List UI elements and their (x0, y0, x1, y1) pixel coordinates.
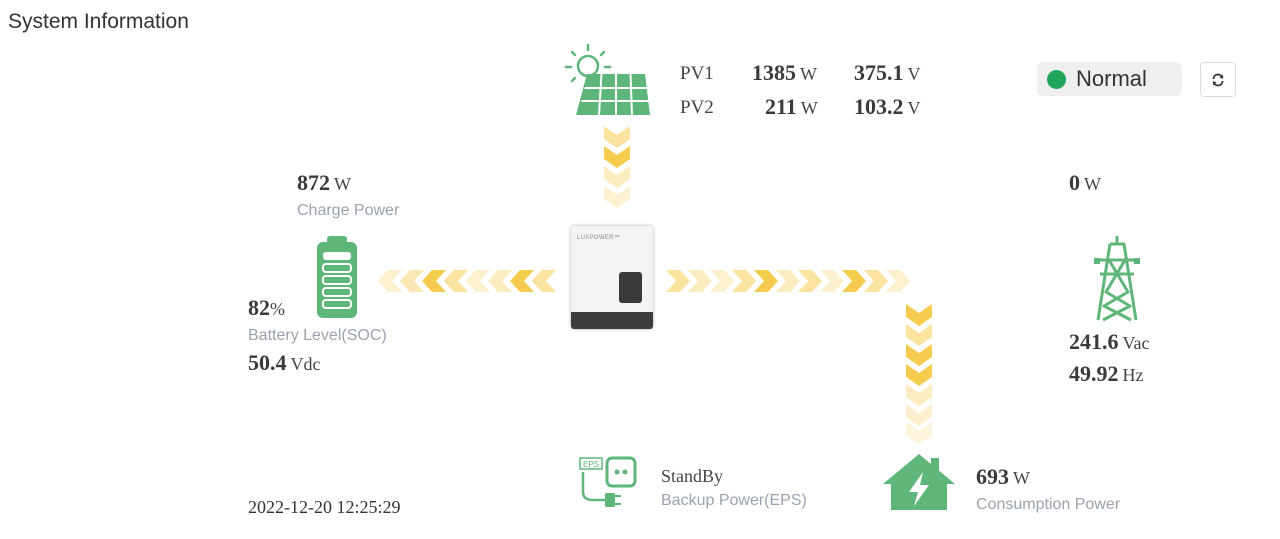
inverter-display (619, 272, 642, 303)
consumption-label: Consumption Power (976, 496, 1121, 513)
grid-power-value: 0 (1069, 170, 1080, 195)
grid-flow-arrows (666, 270, 922, 297)
pv2-voltage-unit: V (907, 98, 921, 118)
charge-power-unit: W (334, 174, 351, 194)
timestamp: 2022-12-20 12:25:29 (248, 497, 401, 517)
refresh-button[interactable] (1200, 62, 1236, 97)
battery-soc: 82% (248, 295, 285, 321)
pv1-label: PV1 (680, 63, 714, 84)
grid-voltage: 241.6 Vac (1069, 329, 1149, 355)
status-text: Normal (1076, 66, 1147, 91)
inverter-image: LUXPOWER™ (571, 226, 653, 329)
grid-frequency: 49.92 Hz (1069, 361, 1144, 387)
charge-power: 872 W (297, 170, 351, 196)
inverter-brand: LUXPOWER™ (577, 235, 621, 241)
pv1-voltage-unit: V (907, 64, 921, 84)
eps-plug-icon: EPS (577, 456, 639, 517)
consumption-power-value: 693 (976, 464, 1009, 489)
inverter-base (571, 312, 653, 329)
house-icon (881, 452, 957, 517)
battery-flow-arrows (378, 270, 560, 297)
charge-power-label: Charge Power (297, 202, 400, 219)
pv2-power-unit: W (800, 98, 818, 118)
refresh-icon (1212, 73, 1224, 86)
soc-value: 82 (248, 295, 270, 320)
battery-voltage-unit: Vdc (290, 354, 321, 374)
battery-voltage-value: 50.4 (248, 350, 287, 375)
pv2-voltage: 103.2 (854, 94, 904, 119)
eps-icon-text: EPS (583, 460, 599, 469)
consumption-flow-arrows (906, 304, 932, 449)
pv1-power-unit: W (800, 64, 817, 84)
soc-label: Battery Level(SOC) (248, 327, 387, 344)
status-dot-icon (1047, 69, 1066, 89)
status-badge: Normal (1037, 62, 1182, 96)
consumption-power: 693 W (976, 464, 1030, 490)
pv1-voltage: 375.1 (854, 60, 904, 85)
battery-voltage: 50.4 Vdc (248, 350, 321, 376)
solar-panel-icon (560, 40, 655, 125)
battery-icon (315, 236, 359, 325)
eps-label: Backup Power(EPS) (661, 492, 807, 509)
pv-flow-arrows (604, 126, 630, 221)
grid-frequency-unit: Hz (1122, 365, 1144, 385)
grid-voltage-unit: Vac (1122, 333, 1150, 353)
soc-unit: % (270, 299, 285, 319)
pv2-power: 211 (765, 94, 797, 119)
grid-frequency-value: 49.92 (1069, 361, 1119, 386)
pv2-label: PV2 (680, 97, 714, 118)
grid-power-unit: W (1084, 174, 1101, 194)
consumption-power-unit: W (1013, 468, 1030, 488)
pv1-power: 1385 (752, 60, 796, 85)
page-title: System Information (8, 10, 189, 33)
eps-status: StandBy (661, 466, 724, 486)
charge-power-value: 872 (297, 170, 330, 195)
power-tower-icon (1090, 234, 1144, 329)
grid-power: 0 W (1069, 170, 1101, 196)
grid-voltage-value: 241.6 (1069, 329, 1119, 354)
